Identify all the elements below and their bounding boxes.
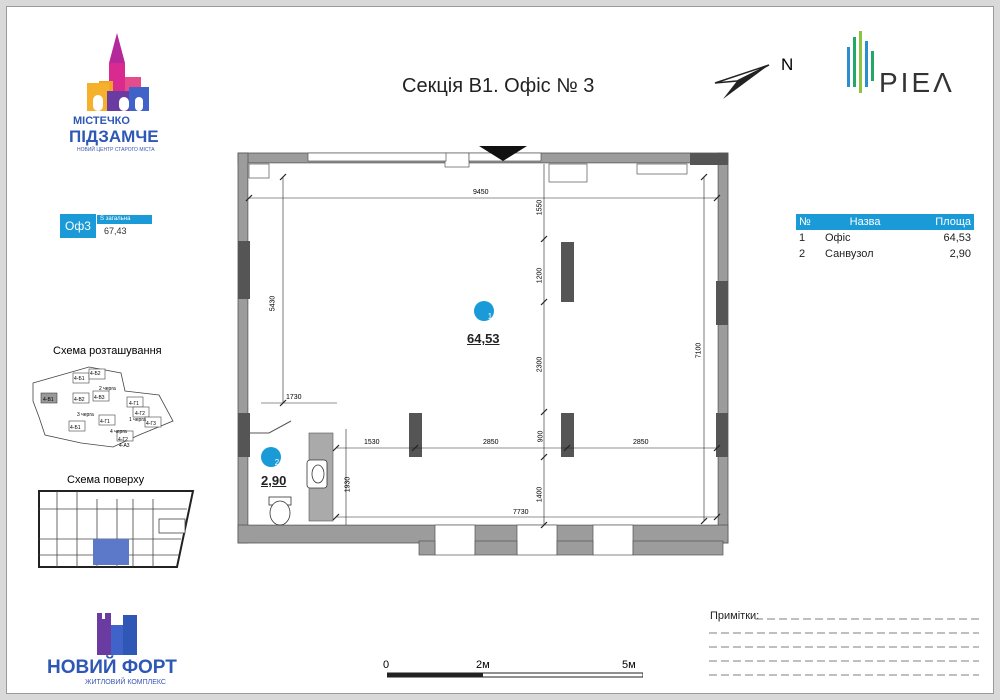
room-markers [261, 301, 494, 467]
dim-col-4: 900 [537, 430, 545, 443]
wall-columns [238, 153, 728, 457]
scale-label-0: 0 [383, 659, 390, 671]
room-marker-2: 2 [274, 458, 280, 467]
entrance-arrow-icon [479, 146, 527, 161]
col-name: Назва [822, 214, 909, 230]
north-arrow-icon [714, 64, 770, 99]
col-area: Площа [908, 214, 974, 230]
scale-label-2m: 2м [476, 659, 490, 671]
office-total-label: S загальна [97, 215, 152, 224]
logo-fort-line2: ЖИТЛОВИЙ КОМПЛЕКС [85, 679, 166, 686]
loc-label: 4-В3 [94, 395, 105, 401]
piea-logo-text: PIEΛ [879, 67, 955, 98]
dim-col-5: 1400 [536, 486, 544, 503]
window-bays [418, 524, 724, 556]
row-number: 1 [799, 232, 806, 244]
table-row: 2 Санвузол 2,90 [796, 246, 974, 262]
office-total-value: 67,43 [104, 226, 127, 236]
office-code: Оф3 [60, 214, 96, 238]
loc-label: 4-Г2 [118, 437, 128, 443]
loc-label: 4-В1 [43, 397, 54, 403]
floor-plan [237, 146, 729, 556]
loc-label: 4-Б2 [90, 371, 101, 377]
interior-columns [409, 242, 574, 457]
north-label: N [781, 55, 794, 74]
room-table-header: № Назва Площа [796, 214, 974, 230]
loc-label: 4-В2 [74, 397, 85, 403]
loc-label: 4-А3 [119, 443, 130, 449]
loc-label: 3 черга [77, 412, 94, 418]
dim-seg-b: 2850 [483, 439, 499, 446]
room-table: № Назва Площа 1 Офіс 64,53 2 Санвузол 2,… [796, 214, 974, 262]
dim-col-3: 2300 [536, 356, 544, 373]
logo-mistechko: МІСТЕЧКО ПІДЗАМЧЕ НОВИЙ ЦЕНТР СТАРОГО МІ… [69, 31, 159, 159]
loc-label: 1 черга [129, 417, 146, 423]
piea-logo-icon [847, 31, 874, 93]
location-scheme-title: Схема розташування [53, 345, 162, 357]
dim-wc-width: 1730 [286, 394, 302, 401]
office-area-badge: Оф3 S загальна 67,43 [60, 214, 152, 238]
col-number: № [796, 214, 822, 230]
loc-label: 4-Г2 [135, 411, 145, 417]
row-area: 64,53 [943, 232, 971, 244]
row-name: Санвузол [825, 248, 874, 260]
fort-logo-icon [97, 613, 137, 655]
table-row: 1 Офіс 64,53 [796, 230, 974, 246]
castle-logo-icon [87, 33, 149, 111]
floor-scheme-map [38, 490, 195, 568]
logo-mistechko-line1: МІСТЕЧКО [73, 115, 130, 127]
room-area-office: 64,53 [467, 331, 500, 346]
dim-left-height: 5430 [269, 295, 277, 312]
wc-fixtures [268, 459, 328, 526]
room-area-wc: 2,90 [261, 473, 287, 488]
dim-right-height: 7100 [695, 342, 703, 359]
floor-scheme-title: Схема поверху [67, 474, 145, 486]
dim-wc-height: 1930 [344, 476, 352, 493]
dim-col-2: 1200 [536, 267, 544, 284]
row-area: 2,90 [949, 248, 971, 260]
plan-sheet: МІСТЕЧКО ПІДЗАМЧЕ НОВИЙ ЦЕНТР СТАРОГО МІ… [6, 6, 994, 694]
location-scheme-map [32, 366, 174, 448]
dimension-lines [249, 164, 717, 525]
loc-label: 4-Г3 [146, 421, 156, 427]
scale-label-5m: 5м [622, 659, 636, 671]
loc-label: 4-Г1 [100, 419, 110, 425]
row-name: Офіс [825, 232, 851, 244]
room-marker-1: 1 [487, 312, 493, 321]
row-number: 2 [799, 248, 806, 260]
dim-top-width: 9450 [473, 189, 489, 196]
loc-label: 4-Г1 [129, 401, 139, 407]
loc-label: 4 черга [110, 429, 127, 435]
dim-seg-c: 2850 [633, 439, 649, 446]
loc-label: 2 черга [99, 386, 116, 392]
dim-col-1: 1550 [536, 199, 544, 216]
loc-label: 4-Б1 [74, 376, 85, 382]
page-title: Секція В1. Офіс № 3 [402, 75, 595, 97]
logo-mistechko-line2: ПІДЗАМЧЕ [69, 127, 159, 146]
logo-fort-line1: НОВИЙ ФОРТ [47, 657, 177, 678]
logo-mistechko-tagline: НОВИЙ ЦЕНТР СТАРОГО МІСТА [77, 147, 155, 153]
scale-bar [387, 672, 643, 678]
notes-label: Примітки: [710, 610, 760, 622]
dimension-ticks [245, 173, 721, 529]
loc-label: 4-Б1 [70, 425, 81, 431]
notes-lines [709, 618, 979, 676]
dim-seg-a: 1530 [364, 439, 380, 446]
dim-bottom-width: 7730 [513, 509, 529, 516]
